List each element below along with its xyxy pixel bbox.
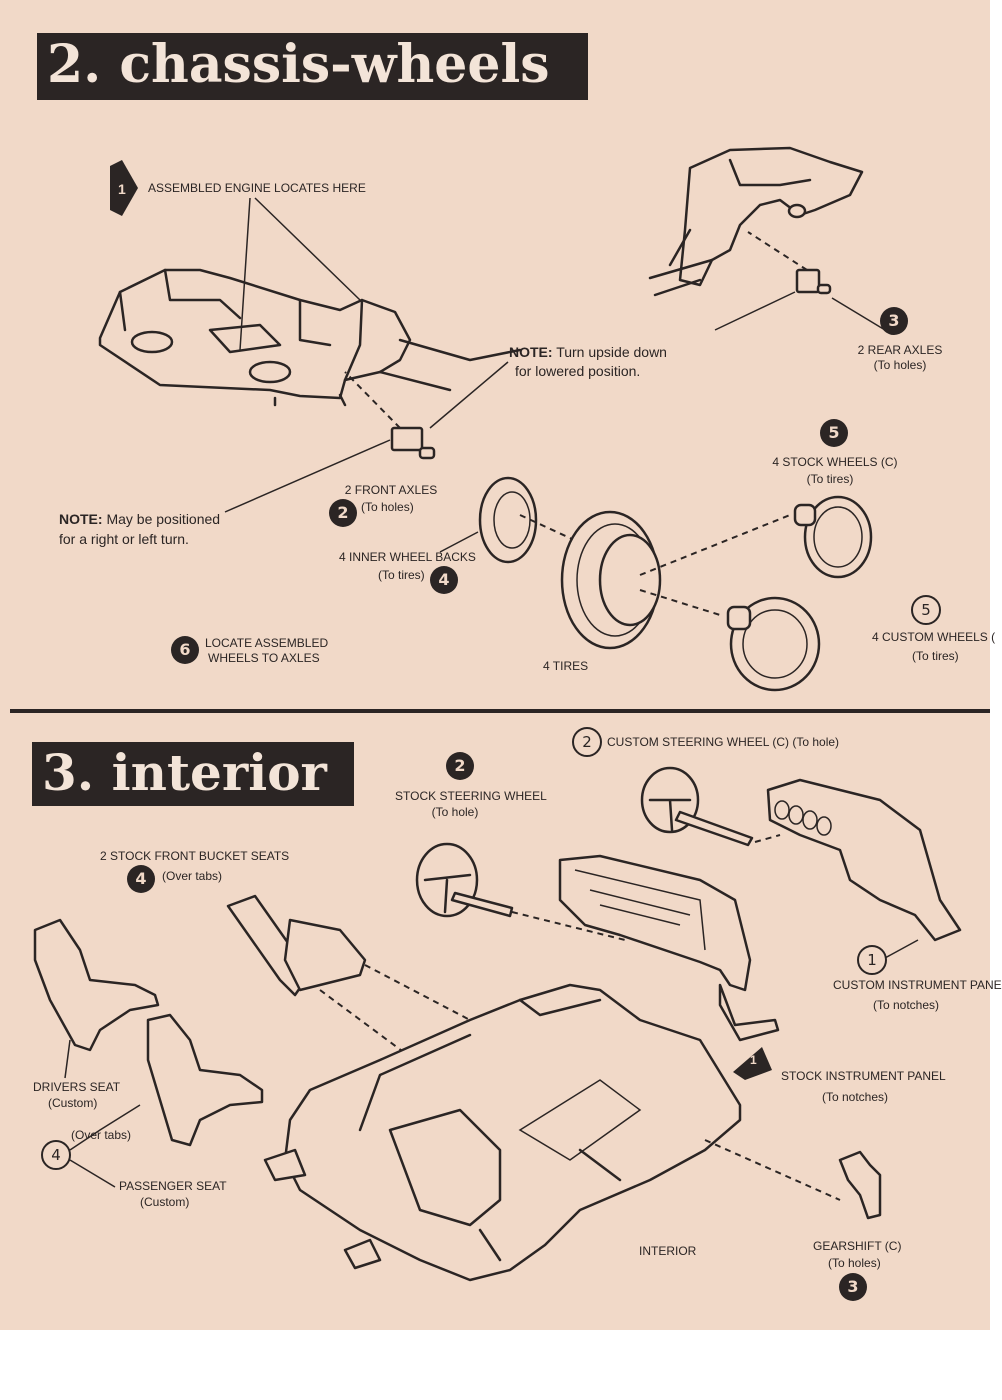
section-divider [10,709,990,713]
step-4-circle-custom-seats: 4 [41,1140,71,1170]
inner-wheel-backs-sublabel: (To tires) [378,568,425,582]
over-tabs-label: (Over tabs) [71,1128,132,1142]
step-4-badge-bucket: 4 [127,865,155,893]
tires-label: 4 TIRES [543,659,589,673]
step-4-badge: 4 [430,566,458,594]
custom-instrument-panel-label: CUSTOM INSTRUMENT PANE [833,978,1002,992]
custom-instrument-panel-sublabel: (To notches) [873,998,940,1012]
stock-steering-wheel-sublabel: (To hole) [431,805,479,819]
step-1-circle-custom-panel: 1 [857,945,887,975]
stock-wheels-sublabel: (To tires) [806,472,854,486]
locate-wheels-label: LOCATE ASSEMBLED [205,636,329,650]
custom-wheels-label: 4 CUSTOM WHEELS ( [872,630,996,644]
step-5-circle-custom: 5 [911,595,941,625]
section-title-chassis-wheels: 2. chassis-wheels [37,33,588,100]
bucket-seats-label: 2 STOCK FRONT BUCKET SEATS [100,849,290,863]
stock-wheels-label: 4 STOCK WHEELS (C) [772,455,898,469]
stock-steering-wheel-label: STOCK STEERING WHEEL [395,789,547,803]
rear-axles-sublabel: (To holes) [873,358,927,372]
step-2-circle-custom-steering: 2 [572,727,602,757]
passenger-seat-sublabel: (Custom) [140,1195,190,1209]
instruction-sheet: 2. chassis-wheels 3. interior 1 ASSEMBLE… [0,0,1002,1330]
custom-steering-wheel-label: CUSTOM STEERING WHEEL (C) (To hole) [607,735,840,749]
stock-instrument-panel-label: STOCK INSTRUMENT PANEL [781,1069,946,1083]
note-positioned: NOTE: May be positioned [59,511,221,527]
note-lowered-position: for lowered position. [515,363,641,379]
tire-drawing [560,510,662,650]
step-1-number: 1 [118,181,126,197]
section-title-interior: 3. interior [32,742,354,806]
step-6-badge: 6 [171,636,199,664]
assembly-illustrations [33,146,962,1282]
step-3-badge: 3 [880,307,908,335]
interior-tub-drawing [263,983,841,1282]
interior-label: INTERIOR [639,1244,697,1258]
gearshift-label: GEARSHIFT (C) [813,1239,902,1253]
page-margin [0,1330,990,1400]
rear-axles-label: 2 REAR AXLES [857,343,943,357]
note-turn-upside-down: NOTE: Turn upside down [509,344,667,360]
drivers-seat-label: DRIVERS SEAT [33,1080,121,1094]
step-2-badge: 2 [329,499,357,527]
locate-wheels-sublabel: WHEELS TO AXLES [208,651,320,665]
inner-wheel-backs-label: 4 INNER WHEEL BACKS [339,550,476,564]
chassis-drawing [98,268,522,407]
step-2-badge-stock-steering: 2 [446,752,474,780]
gearshift-sublabel: (To holes) [828,1256,881,1270]
fender-drawing [648,146,864,297]
drivers-seat-sublabel: (Custom) [48,1096,98,1110]
passenger-seat-label: PASSENGER SEAT [119,1179,227,1193]
front-axles-sublabel: (To holes) [361,500,414,514]
stock-instrument-panel-sublabel: (To notches) [822,1090,889,1104]
step-3-badge-gearshift: 3 [839,1273,867,1301]
custom-wheels-sublabel: (To tires) [912,649,959,663]
step-5-badge-stock: 5 [820,419,848,447]
engine-locates-label: ASSEMBLED ENGINE LOCATES HERE [148,181,366,195]
front-axles-label: 2 FRONT AXLES [344,483,438,497]
step-1-number-stock-panel: 1 [750,1053,757,1067]
bucket-seats-sublabel: (Over tabs) [162,869,223,883]
note-right-left-turn: for a right or left turn. [59,531,189,547]
